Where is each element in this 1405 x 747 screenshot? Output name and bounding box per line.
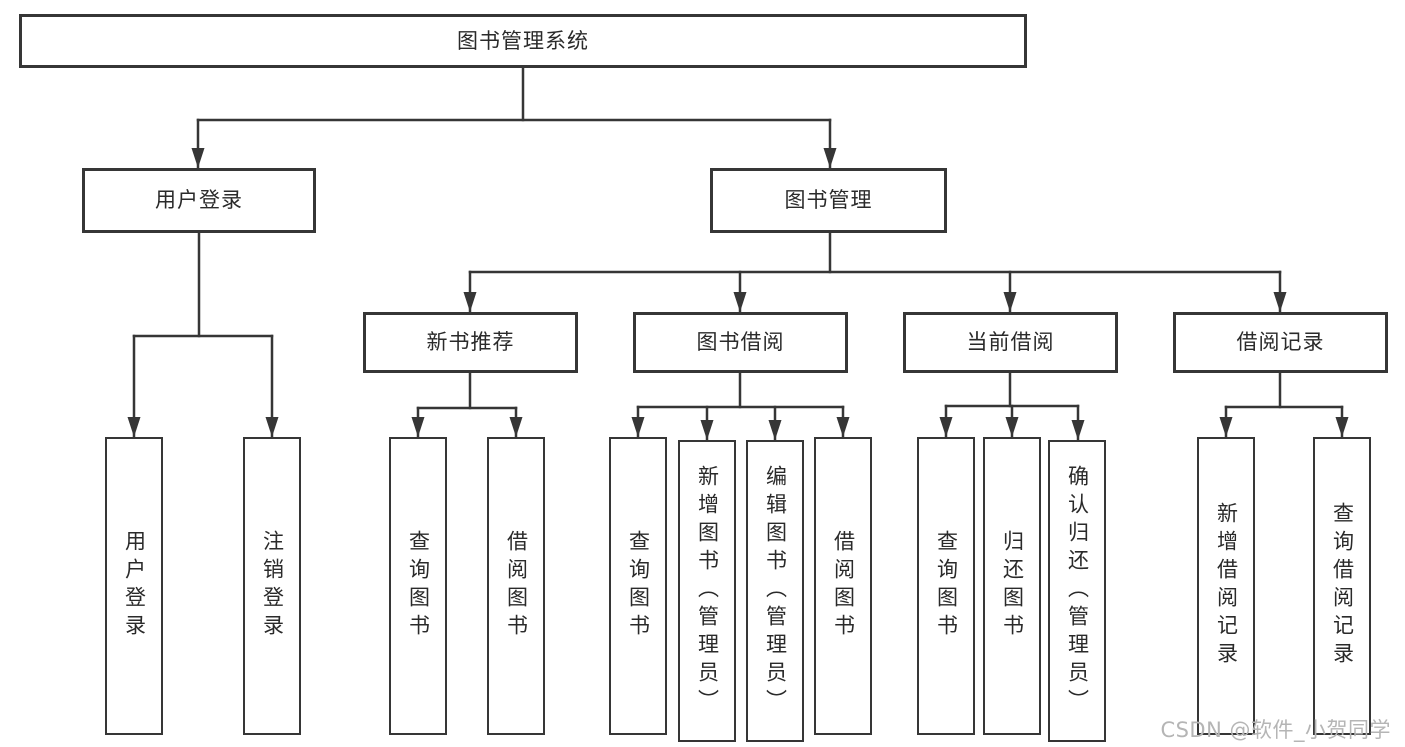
leaf-query-borrow-record: 查询借阅记录 bbox=[1313, 437, 1371, 735]
leaf-logout: 注销登录 bbox=[243, 437, 301, 735]
connector-book-mgmt-branch bbox=[463, 231, 1287, 313]
connector-current-borrow-branch bbox=[939, 371, 1085, 441]
leaf-query-books-recommend: 查询图书 bbox=[389, 437, 447, 735]
node-user-login: 用户登录 bbox=[82, 168, 316, 233]
leaf-confirm-return-admin: 确认归还（管理员） bbox=[1048, 440, 1106, 742]
node-new-book-recommend: 新书推荐 bbox=[363, 312, 578, 373]
leaf-borrow-books-recommend: 借阅图书 bbox=[487, 437, 545, 735]
leaf-query-books-current: 查询图书 bbox=[917, 437, 975, 735]
node-book-borrow: 图书借阅 bbox=[633, 312, 848, 373]
node-current-borrow: 当前借阅 bbox=[903, 312, 1118, 373]
connector-borrow-record-branch bbox=[1219, 371, 1349, 438]
connector-user-login-branch bbox=[127, 231, 279, 438]
leaf-add-borrow-record: 新增借阅记录 bbox=[1197, 437, 1255, 735]
leaf-user-login: 用户登录 bbox=[105, 437, 163, 735]
connector-new-book-branch bbox=[411, 371, 523, 438]
csdn-watermark: CSDN @软件_小贺同学 bbox=[1160, 718, 1391, 742]
leaf-add-book-admin: 新增图书（管理员） bbox=[678, 440, 736, 742]
node-book-management: 图书管理 bbox=[710, 168, 947, 233]
leaf-return-books: 归还图书 bbox=[983, 437, 1041, 735]
connector-root-to-level2 bbox=[191, 66, 837, 169]
leaf-query-books-borrow: 查询图书 bbox=[609, 437, 667, 735]
node-borrow-records: 借阅记录 bbox=[1173, 312, 1388, 373]
node-root-system: 图书管理系统 bbox=[19, 14, 1027, 68]
connector-book-borrow-branch bbox=[631, 371, 850, 441]
leaf-edit-book-admin: 编辑图书（管理员） bbox=[746, 440, 804, 742]
leaf-borrow-books: 借阅图书 bbox=[814, 437, 872, 735]
